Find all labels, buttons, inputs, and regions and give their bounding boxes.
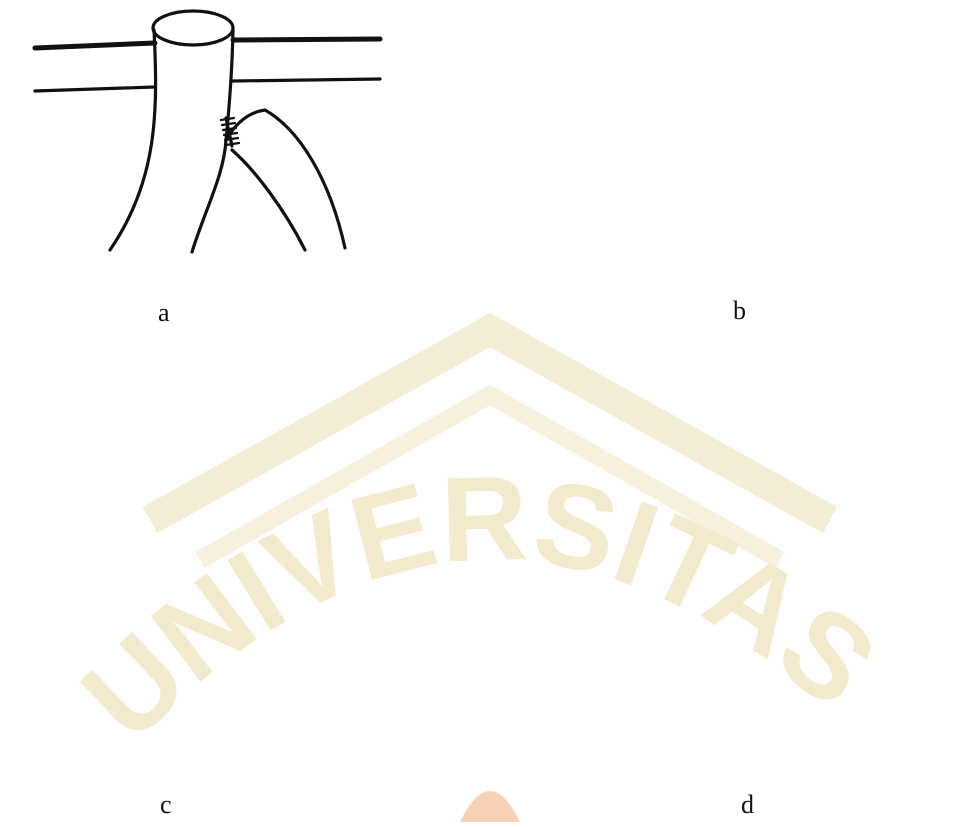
panel-a-host-vessel-lower-left — [35, 87, 155, 91]
panel-a-drawing — [35, 11, 380, 252]
watermark-logo: UNIVERSITAS — [57, 330, 901, 822]
panel-a-graft-outer-wall — [226, 110, 345, 248]
panel-label-d: d — [741, 790, 754, 820]
panel-label-a: a — [158, 298, 170, 328]
panel-label-b: b — [733, 296, 746, 326]
panel-a-graft-inner-wall — [232, 150, 305, 250]
watermark-flame — [460, 791, 520, 822]
panel-a-main-vessel-left-wall — [110, 30, 156, 250]
panel-a-vessel-opening — [153, 11, 233, 45]
panel-label-c: c — [160, 790, 172, 820]
panel-a-host-vessel-lower-right — [233, 79, 380, 81]
panel-a-host-vessel-upper-right — [233, 39, 380, 40]
panel-a-host-vessel-upper-left — [35, 43, 155, 48]
